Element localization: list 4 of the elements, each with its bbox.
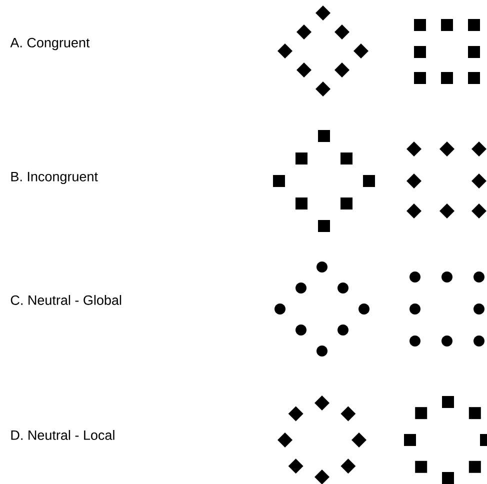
row-label: A. Congruent (10, 38, 90, 50)
row-label: C. Neutral - Global (10, 295, 122, 305)
row-label: B. Incongruent (11, 172, 98, 184)
row-label: D. Neutral - Local (11, 430, 114, 440)
